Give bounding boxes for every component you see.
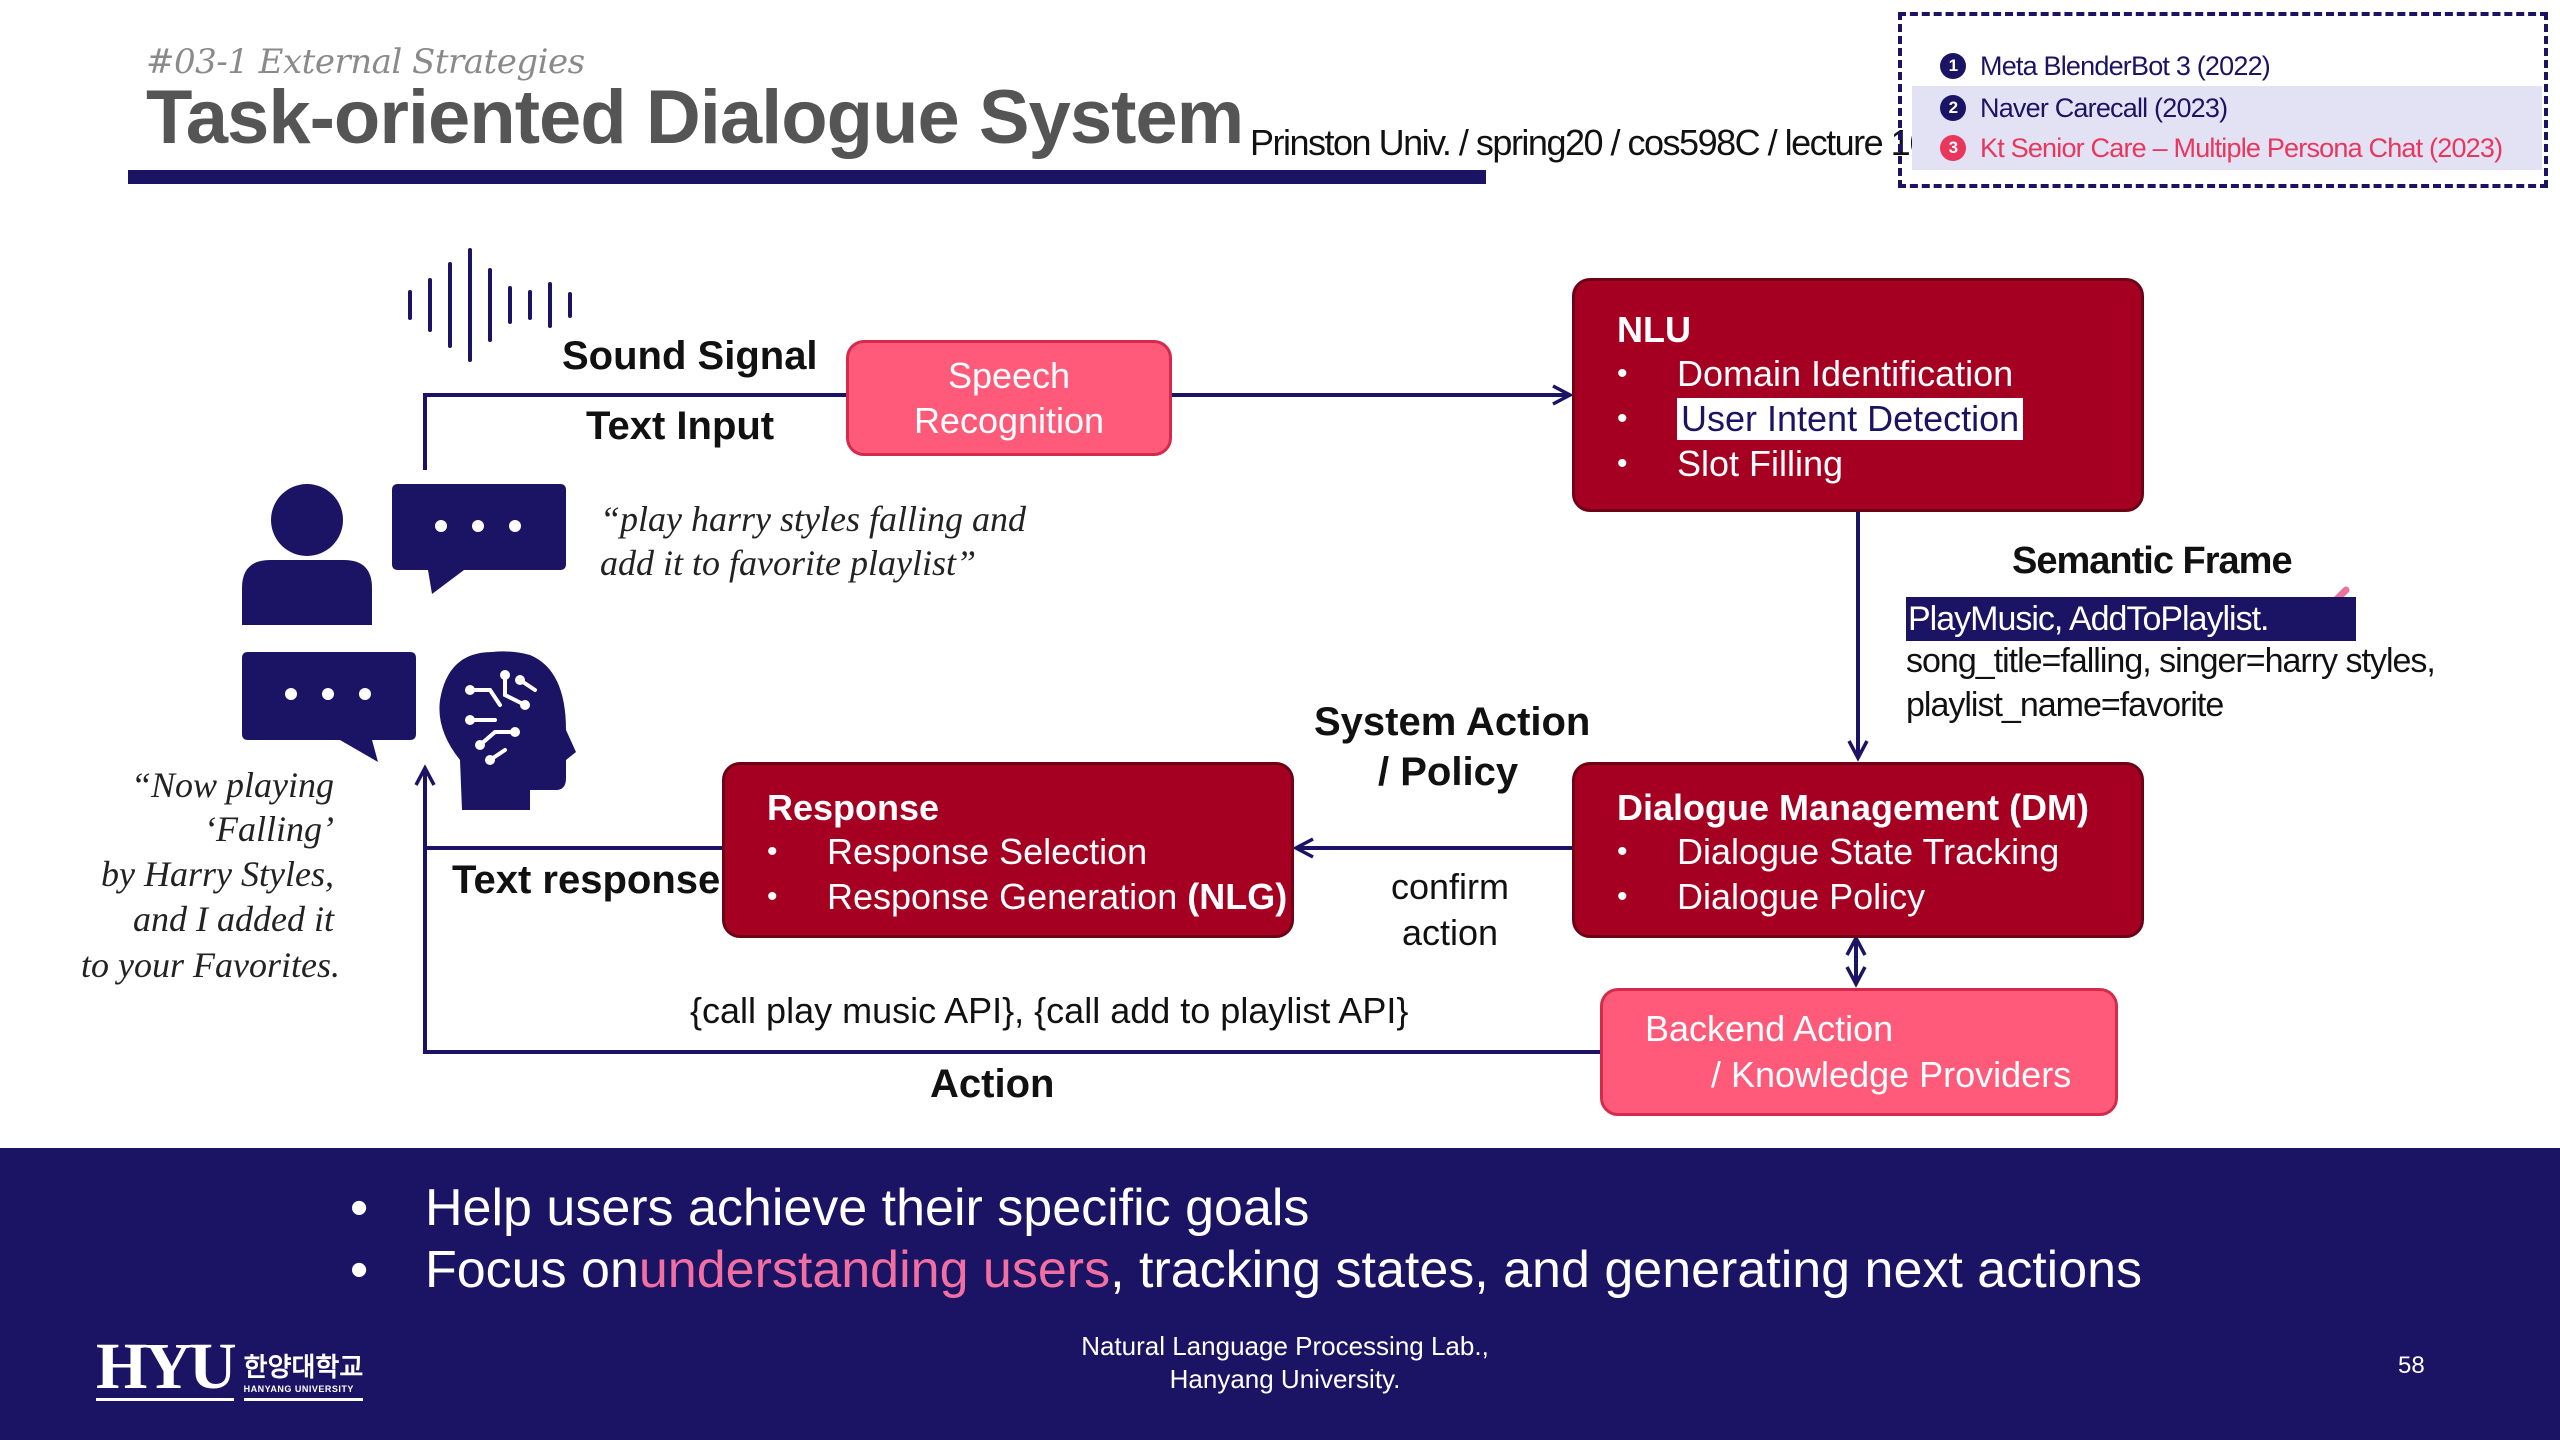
bullet: •: [767, 834, 778, 868]
references-highlight: [1912, 86, 2542, 170]
reference-number: 1: [1940, 53, 1966, 79]
system-quote-line: to your Favorites.: [81, 945, 340, 985]
bullet: •: [1617, 401, 1628, 435]
dm-item-text: Dialogue Policy: [1677, 875, 1926, 917]
system-quote-line: and I added it: [133, 899, 334, 939]
semantic-frame-slots: playlist_name=favorite: [1906, 686, 2224, 724]
diagram-connectors: [242, 248, 2350, 1054]
response-title: Response: [767, 787, 940, 828]
system-action-label: System Action: [1314, 700, 1591, 744]
dm-item: • Dialogue State Tracking: [1617, 829, 2141, 874]
sound-signal-label: Sound Signal: [562, 334, 818, 378]
footer-banner: [0, 1148, 2560, 1440]
nlu-box: NLU • Domain Identification • User Intent …: [1572, 278, 2144, 512]
speech-recognition-box: Speech Recognition: [846, 340, 1172, 456]
reference-2: 2 Naver Carecall (2023): [1940, 88, 2228, 128]
user-quote-line: “play harry styles falling and: [600, 499, 1026, 539]
footer-bullet-text: Help users achieve their specific goals: [425, 1179, 1310, 1237]
response-box: Response • Response Selection • Response G…: [722, 762, 1294, 938]
dm-item: • Dialogue Policy: [1617, 874, 2141, 919]
chat-bubble-icon: [242, 652, 416, 762]
action-label: Action: [930, 1062, 1055, 1106]
user-icon: [242, 484, 372, 625]
dm-title: Dialogue Management (DM): [1617, 787, 2090, 828]
section-tag: #03-1 External Strategies: [146, 42, 585, 82]
logo-english: HANYANG UNIVERSITY: [243, 1384, 354, 1394]
speech-box-line: Speech: [947, 355, 1071, 396]
dm-item-text: Dialogue State Tracking: [1677, 830, 2060, 872]
references-box: 1 Meta BlenderBot 3 (2022) 2 Naver Carec…: [1898, 12, 2548, 188]
page-number: 58: [2398, 1352, 2425, 1379]
speech-box-line: Recognition: [913, 400, 1105, 441]
nlu-item-text: Slot Filling: [1677, 442, 1844, 484]
dialogue-management-box: Dialogue Management (DM) • Dialogue State…: [1572, 762, 2144, 938]
backend-box-line: Backend Action: [1645, 1008, 1894, 1049]
bullet: •: [1617, 834, 1628, 868]
footer-bullet-text: Focus on: [425, 1241, 639, 1299]
user-quote-line: add it to favorite playlist”: [600, 543, 976, 583]
reference-number: 3: [1940, 135, 1966, 161]
sound-wave-icon: [408, 248, 572, 362]
page-title: Task-oriented Dialogue System: [146, 75, 1244, 160]
chat-bubble-icon: [392, 484, 566, 594]
bullet: •: [1617, 879, 1628, 913]
reference-1: 1 Meta BlenderBot 3 (2022): [1940, 46, 2271, 86]
action-connector: [414, 764, 1600, 1054]
system-quote-line: by Harry Styles,: [101, 854, 334, 894]
bullet: •: [1617, 356, 1628, 390]
system-quote-line: “Now playing: [130, 765, 334, 805]
reference-text: Naver Carecall (2023): [1980, 92, 2228, 123]
nlu-title: NLU: [1617, 309, 1691, 350]
footer-bullet-text: , tracking states, and generating next a…: [1110, 1241, 2143, 1299]
semantic-frame-intent: PlayMusic, AddToPlaylist.: [1906, 597, 2356, 641]
text-response-label: Text response: [452, 858, 721, 902]
confirm-action-label: action: [1401, 912, 1499, 953]
footer-bullet: • Help users achieve their specific goal…: [350, 1178, 1309, 1238]
nlu-item: • User Intent Detection: [1617, 396, 2141, 441]
title-underline: [128, 170, 1486, 184]
reference-3: 3 Kt Senior Care – Multiple Persona Chat…: [1940, 128, 2503, 168]
backend-box-line: / Knowledge Providers: [1711, 1054, 2072, 1095]
nlu-item: • Domain Identification: [1617, 351, 2141, 396]
api-calls-label: {call play music API}, {call add to play…: [690, 990, 1409, 1031]
reference-text: Meta BlenderBot 3 (2022): [1980, 50, 2271, 81]
nlu-item-text: Domain Identification: [1677, 352, 2014, 394]
system-action-label: / Policy: [1378, 750, 1519, 794]
logo-korean: 한양대학교: [243, 1352, 364, 1382]
response-item-text: Response Generation: [827, 875, 1178, 917]
text-input-label: Text Input: [586, 404, 775, 448]
source-citation: Prinston Univ. / spring20 / cos598C / le…: [1250, 122, 1929, 163]
bullet: •: [767, 879, 778, 913]
input-connector: [423, 393, 848, 470]
response-item: • Response Selection: [767, 829, 1291, 874]
footer-bullet: • Focus on understanding users, tracking…: [350, 1240, 2142, 1300]
semantic-frame-slots: song_title=falling, singer=harry styles,: [1906, 642, 2436, 680]
nlu-item-highlighted: User Intent Detection: [1677, 397, 2024, 440]
university-logo: HYU 한양대학교 HANYANG UNIVERSITY: [96, 1330, 364, 1403]
bullet: •: [1617, 446, 1628, 480]
footer-highlight: understanding users: [638, 1241, 1111, 1299]
nlg-label: (NLG): [1187, 875, 1288, 917]
semantic-frame-title: Semantic Frame: [2012, 540, 2293, 582]
response-item-text: Response Selection: [827, 830, 1148, 872]
backend-action-box: Backend Action / Knowledge Providers: [1600, 988, 2118, 1116]
response-item: • Response Generation (NLG): [767, 874, 1291, 919]
reference-text: Kt Senior Care – Multiple Persona Chat (…: [1980, 132, 2503, 163]
system-quote-line: ‘Falling’: [204, 809, 334, 849]
reference-number: 2: [1940, 95, 1966, 121]
bullet: •: [350, 1241, 369, 1299]
confirm-action-label: confirm: [1390, 866, 1510, 907]
ai-head-icon: [439, 651, 576, 810]
bullet: •: [350, 1179, 369, 1237]
logo-text: HYU: [96, 1330, 237, 1403]
lab-name-line: Hanyang University.: [1169, 1364, 1401, 1394]
lab-name: Natural Language Processing Lab., Hanyan…: [1000, 1330, 1570, 1396]
nlu-item: • Slot Filling: [1617, 441, 2141, 486]
lab-name-line: Natural Language Processing Lab.,: [1081, 1331, 1489, 1361]
